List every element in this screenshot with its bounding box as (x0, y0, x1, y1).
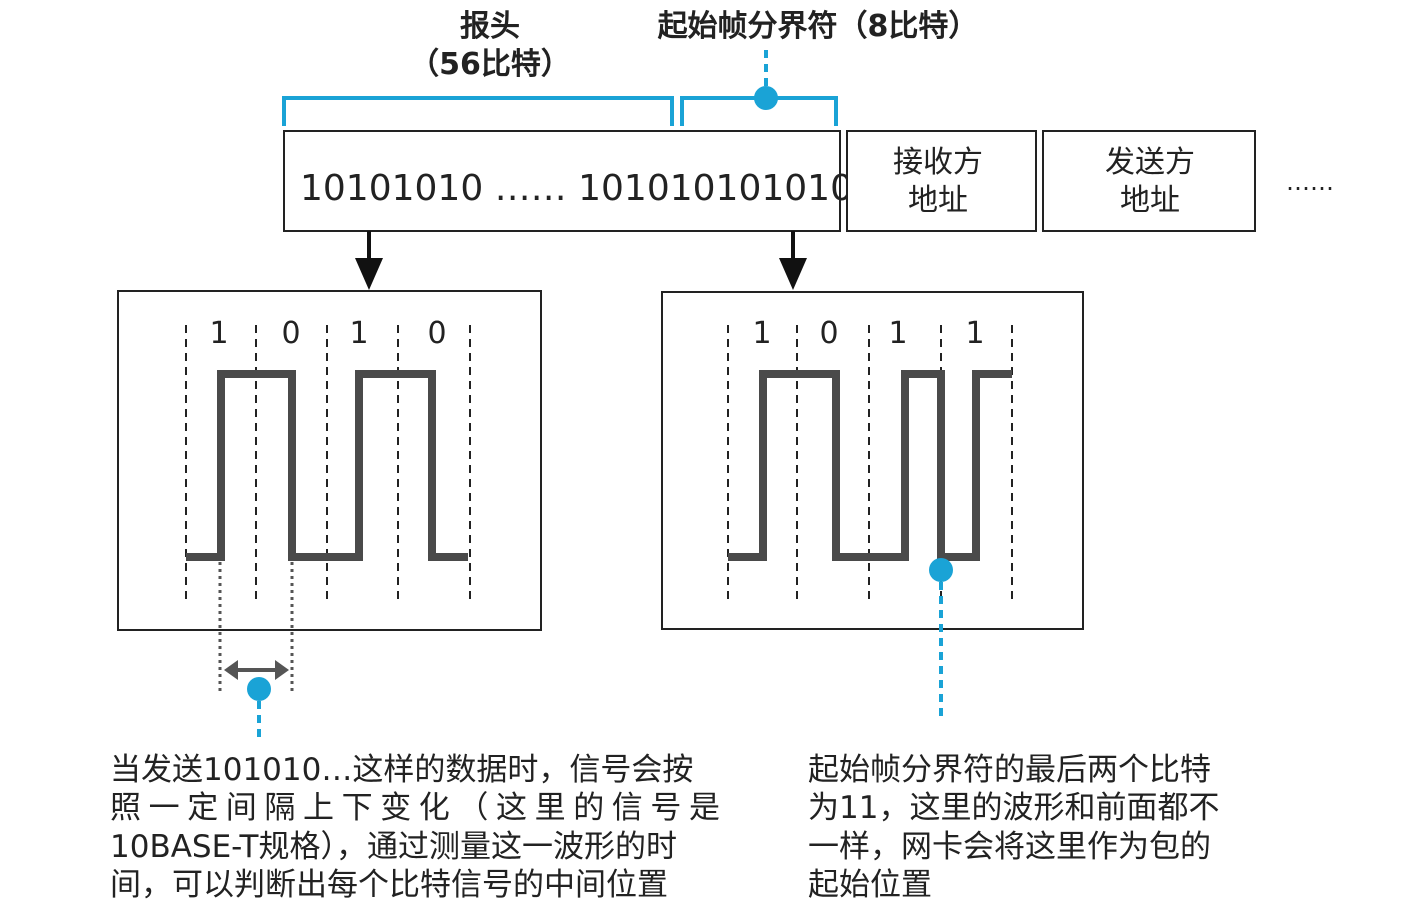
preamble-sfd-box (283, 130, 841, 232)
dest-address-box (846, 130, 1037, 232)
sfd-title: 起始帧分界符（8比特） (658, 9, 979, 44)
right-bit-label: 1 (888, 316, 907, 351)
right-bit-label: 0 (819, 316, 838, 351)
left-note: 当发送101010…这样的数据时，信号会按 照一定间隔上下变化（这里的信号是 1… (110, 752, 720, 903)
src-address-box (1042, 130, 1256, 232)
arrow-down-icon (355, 258, 383, 290)
preamble-bracket (282, 96, 674, 126)
left-bit-label: 1 (209, 316, 228, 351)
left-waveform-panel (117, 290, 542, 631)
dest-address-label-2: 地址 (908, 183, 968, 218)
preamble-title: 报头 (460, 9, 520, 44)
right-note-dot (929, 558, 953, 582)
left-note-line-text: 10BASE-T规格），通过测量这一波形的时 (110, 829, 677, 865)
right-note: 起始帧分界符的最后两个比特 为11，这里的波形和前面都不 一样，网卡会将这里作为… (808, 752, 1219, 903)
arrow-right-icon (275, 660, 289, 680)
arrow-left-icon (224, 660, 238, 680)
src-address-label-2: 地址 (1120, 183, 1180, 218)
interval-guides (218, 562, 294, 692)
left-note-line-text: 间，可以判断出每个比特信号的中间位置 (110, 867, 668, 903)
right-note-line-text: 为11，这里的波形和前面都不 (808, 790, 1219, 826)
right-waveform (728, 370, 1012, 561)
left-bit-label: 1 (349, 316, 368, 351)
right-bit-label: 1 (752, 316, 771, 351)
right-note-line-text: 一样，网卡会将这里作为包的 (808, 829, 1211, 865)
right-waveform-panel (661, 291, 1084, 630)
right-note-line-text: 起始帧分界符的最后两个比特 (808, 752, 1211, 788)
left-waveform (186, 370, 468, 561)
more-fields-ellipsis: …… (1286, 168, 1334, 196)
left-note-line-text: 照一定间隔上下变化（这里的信号是 (110, 790, 720, 826)
sfd-pointer-dot (754, 86, 778, 110)
dest-address-label-1: 接收方 (893, 145, 983, 180)
left-note-line-text: 当发送101010…这样的数据时，信号会按 (110, 752, 693, 788)
preamble-bits-label: （56比特） (409, 47, 571, 82)
arrow-down-icon (779, 258, 807, 290)
left-note-dot (247, 677, 271, 701)
left-bit-label: 0 (281, 316, 300, 351)
right-bit-label: 1 (965, 316, 984, 351)
left-bit-label: 0 (427, 316, 446, 351)
right-note-line-text: 起始位置 (808, 867, 932, 903)
preamble-bits: 10101010 …… 1010101010101011 (300, 168, 945, 209)
src-address-label-1: 发送方 (1105, 145, 1195, 180)
